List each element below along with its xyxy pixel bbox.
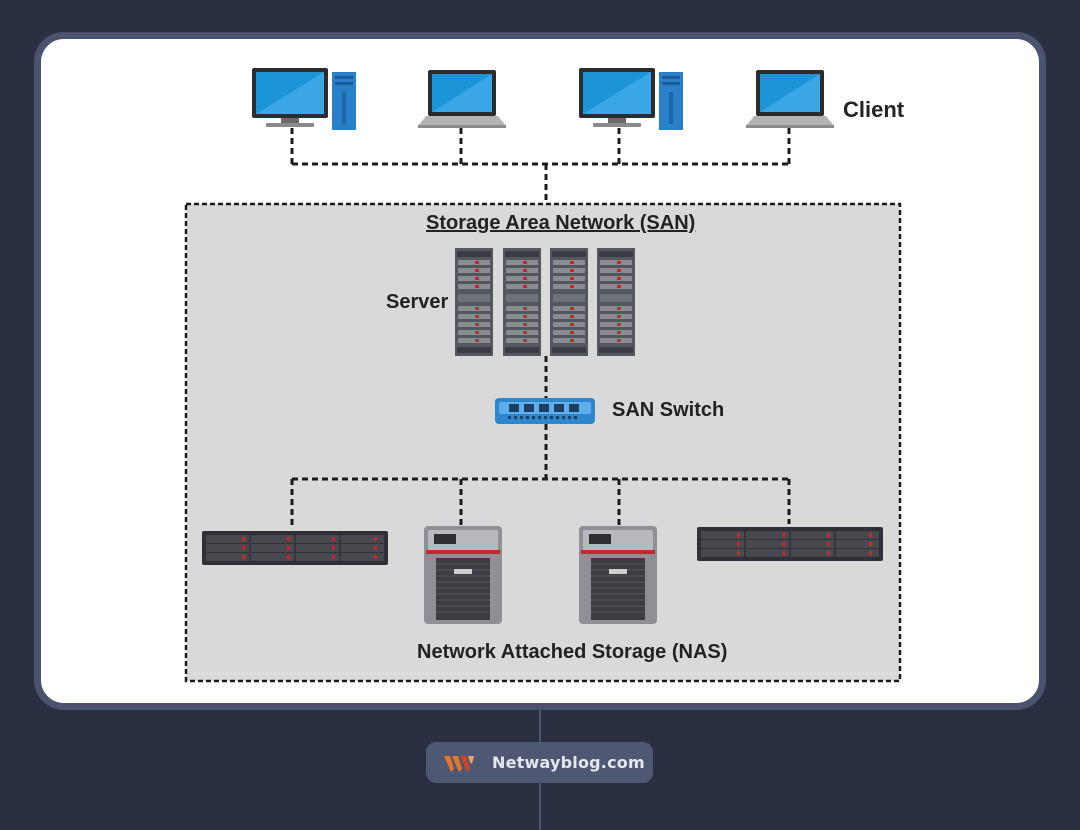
san-switch-label: SAN Switch [612, 399, 725, 421]
san-nas-diagram [184, 68, 902, 683]
diagram-card: Client Storage Area Network (SAN) Server… [34, 32, 1046, 710]
netway-logo-icon [444, 756, 474, 772]
desktop-computer-icon [252, 68, 356, 130]
server-rack-icon [597, 248, 635, 356]
server-rack-icon [455, 248, 493, 356]
rack-storage-icon [696, 526, 884, 562]
san-region [184, 202, 902, 683]
rack-storage-icon [201, 530, 389, 566]
nas-label: Network Attached Storage (NAS) [417, 641, 728, 663]
client-label: Client [843, 97, 905, 122]
client-links [290, 128, 791, 202]
laptop-icon [418, 70, 506, 128]
san-title: Storage Area Network (SAN) [426, 212, 696, 234]
nas-device-icon [423, 525, 503, 625]
desktop-computer-icon [579, 68, 683, 130]
storage-links [290, 356, 791, 528]
site-badge[interactable]: Netwayblog.com [426, 742, 653, 783]
san-switch-icon [495, 398, 595, 424]
server-rack-icon [550, 248, 588, 356]
laptop-icon [746, 70, 834, 128]
server-rack-icon [503, 248, 541, 356]
server-label: Server [386, 291, 449, 313]
nas-device-icon [578, 525, 658, 625]
site-name: Netwayblog.com [492, 753, 645, 772]
